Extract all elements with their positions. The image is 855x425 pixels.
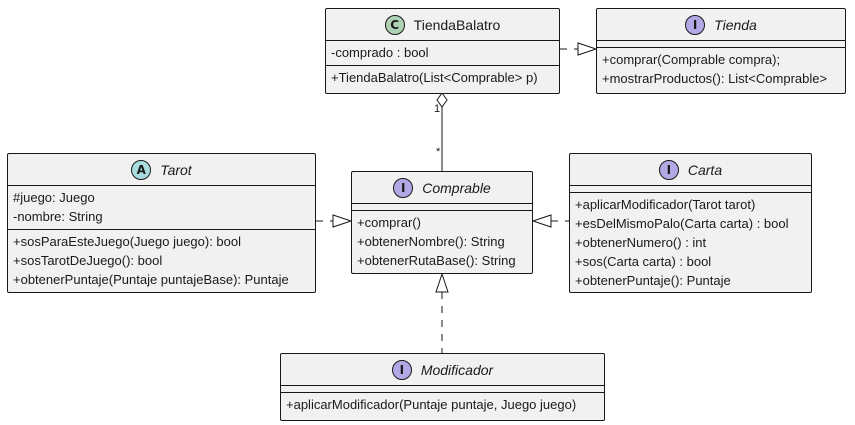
method: +obtenerRutaBase(): String (357, 253, 516, 268)
method: +TiendaBalatro(List<Comprable> p) (331, 70, 538, 85)
methods-section: +TiendaBalatro(List<Comprable> p) (326, 66, 559, 90)
interface-comprable: I Comprable +comprar() +obtenerNombre(): St… (351, 171, 533, 274)
attribute: -comprado : bool (331, 45, 429, 60)
attribute: -nombre: String (13, 209, 103, 224)
attributes-section (281, 386, 604, 393)
class-name: Tarot (160, 161, 192, 178)
class-name: Tienda (714, 16, 757, 33)
interface-modificador: I Modificador +aplicarModificador(Puntaje … (280, 353, 605, 421)
method: +esDelMismoPalo(Carta carta) : bool (575, 216, 789, 231)
method: +comprar(Comprable compra); (602, 52, 781, 67)
class-name: Carta (687, 161, 723, 178)
method: +sos(Carta carta) : bool (575, 254, 712, 269)
stereotype-badge-icon: A (131, 159, 152, 180)
multiplicity-many: * (436, 146, 441, 158)
aggregation-diamond (436, 92, 448, 108)
method: +obtenerNombre(): String (357, 234, 505, 249)
stereotype-badge-icon: I (658, 159, 679, 180)
method: +sosTarotDeJuego(): bool (13, 253, 163, 268)
stereotype-badge-icon: I (391, 359, 412, 380)
methods-section: +aplicarModificador(Tarot tarot) +esDelMi… (570, 193, 811, 293)
methods-section: +comprar() +obtenerNombre(): String +obten… (352, 211, 532, 273)
stereotype-badge-icon: I (685, 14, 706, 35)
class-tiendabalatro: C TiendaBalatro -comprado : bool +TiendaBal… (325, 8, 560, 94)
method: +mostrarProductos(): List<Comprable> (602, 71, 828, 86)
attributes-section (352, 204, 532, 211)
class-header: I Carta (570, 154, 811, 186)
method: +obtenerNumero() : int (575, 235, 707, 250)
methods-section: +aplicarModificador(Puntaje puntaje, Jue… (281, 393, 604, 417)
class-name: Comprable (422, 179, 491, 196)
attributes-section (597, 41, 845, 48)
class-header: C TiendaBalatro (326, 9, 559, 41)
class-header: A Tarot (8, 154, 315, 186)
stereotype-badge-icon: C (384, 14, 405, 35)
methods-section: +comprar(Comprable compra); +mostrarProdu… (597, 48, 845, 91)
class-header: I Modificador (281, 354, 604, 386)
attributes-section: #juego: Juego -nombre: String (8, 186, 315, 230)
method: +obtenerPuntaje(): Puntaje (575, 273, 731, 288)
realization-arrowhead (577, 42, 598, 56)
method: +obtenerPuntaje(Puntaje puntajeBase): Pu… (13, 272, 289, 287)
attributes-section: -comprado : bool (326, 41, 559, 66)
method: +aplicarModificador(Puntaje puntaje, Jue… (286, 397, 577, 412)
generalization-arrowhead (531, 214, 552, 228)
method: +comprar() (357, 215, 421, 230)
class-name: Modificador (420, 361, 494, 378)
interface-carta: I Carta +aplicarModificador(Tarot tarot) +e… (569, 153, 812, 293)
interface-tienda: I Tienda +comprar(Comprable compra); +mostr… (596, 8, 846, 94)
method: +aplicarModificador(Tarot tarot) (575, 197, 756, 212)
attributes-section (570, 186, 811, 193)
attribute: #juego: Juego (13, 190, 95, 205)
realization-arrowhead (332, 214, 353, 228)
class-header: I Tienda (597, 9, 845, 41)
methods-section: +sosParaEsteJuego(Juego juego): bool +sos… (8, 230, 315, 292)
generalization-arrowhead (435, 272, 449, 293)
class-header: I Comprable (352, 172, 532, 204)
class-name: TiendaBalatro (413, 16, 501, 33)
abstract-class-tarot: A Tarot #juego: Juego -nombre: String +sosPa… (7, 153, 316, 293)
method: +sosParaEsteJuego(Juego juego): bool (13, 234, 242, 249)
stereotype-badge-icon: I (393, 177, 414, 198)
multiplicity-one: 1 (434, 103, 441, 115)
